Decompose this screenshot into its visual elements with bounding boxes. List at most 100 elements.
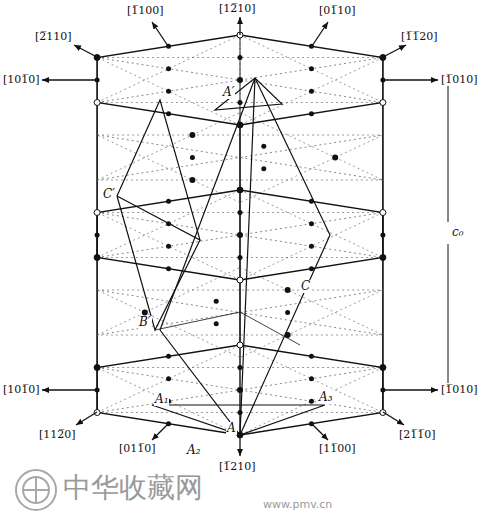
atom	[309, 399, 314, 404]
lattice-grid	[97, 290, 383, 335]
atom	[238, 365, 243, 370]
basal-triangle	[152, 405, 325, 435]
atom	[237, 232, 243, 238]
axis-arrow	[152, 22, 168, 46]
atom	[238, 55, 243, 60]
atom	[94, 100, 100, 106]
axis-arrow	[383, 412, 404, 425]
direction-label: [12̅10]	[218, 2, 257, 15]
atom	[166, 89, 171, 94]
atom	[261, 166, 266, 171]
lattice-grid	[97, 213, 383, 258]
atom	[237, 187, 243, 193]
atom	[309, 221, 314, 226]
atom	[285, 310, 290, 315]
axis-arrow	[383, 79, 438, 80]
lattice-grid	[97, 135, 383, 136]
axis-arrow	[74, 45, 97, 57]
lattice-grid	[97, 58, 240, 126]
lattice-grid	[97, 213, 240, 281]
axis-arrow	[76, 412, 97, 425]
point-label: A₃	[318, 391, 333, 404]
pyramidal-plane	[160, 78, 255, 435]
point-label: C	[300, 280, 311, 293]
atom	[237, 77, 243, 83]
watermark-logo	[16, 470, 56, 510]
lattice-grid	[240, 345, 383, 413]
basal-plane	[97, 35, 383, 125]
point-label: c₀	[451, 226, 465, 239]
lattice-grid	[97, 368, 383, 413]
atom	[332, 155, 338, 161]
watermark: 中华收藏网	[62, 472, 204, 504]
axis-arrow	[42, 389, 97, 390]
lattice-grid	[97, 135, 383, 180]
lattice-grid	[240, 190, 383, 258]
lattice-grid	[240, 368, 383, 436]
lattice-grid	[97, 135, 383, 180]
atom	[238, 100, 243, 105]
pyramidal-plane	[240, 78, 330, 435]
plane-trace	[155, 312, 300, 345]
atom	[94, 210, 100, 216]
atom	[142, 310, 148, 316]
atom	[94, 365, 100, 371]
atom	[95, 233, 100, 238]
lattice-grid	[240, 113, 383, 181]
atom	[238, 210, 243, 215]
atom	[214, 321, 219, 326]
direction-label: [1̅010]	[440, 383, 479, 396]
atom	[380, 255, 386, 261]
atom	[166, 111, 171, 116]
direction-label: [11̅00]	[318, 442, 357, 455]
atom	[237, 277, 243, 283]
atom	[285, 287, 291, 293]
axis-arrow	[383, 389, 438, 390]
watermark: www.pmv.cn	[262, 498, 333, 511]
point-label: C′	[102, 188, 116, 201]
lattice-grid	[97, 290, 240, 358]
point-label: A	[226, 422, 237, 435]
atom	[189, 132, 195, 138]
lattice-grid	[97, 268, 240, 336]
pyramidal-plane	[117, 196, 200, 330]
axis-arrow	[312, 424, 328, 440]
lattice-grid	[97, 113, 240, 181]
atom	[309, 266, 314, 271]
atom	[189, 177, 195, 183]
direction-label: [1̅1̅20]	[400, 30, 439, 43]
lattice-grid	[97, 58, 383, 103]
lattice-grid	[97, 368, 383, 413]
point-label: A₂	[186, 444, 201, 457]
lattice-grid	[240, 135, 383, 203]
axis-arrow	[239, 435, 240, 456]
atom	[380, 100, 386, 106]
direction-label: [011̅0]	[118, 442, 157, 455]
atom	[166, 244, 171, 249]
axis-arrow	[42, 79, 97, 80]
direction-label: [101̅0]	[2, 383, 41, 396]
lattice-grid	[240, 213, 383, 281]
atom	[94, 255, 100, 261]
direction-label: [1̅210]	[218, 460, 257, 473]
direction-label: [1̅100]	[126, 4, 165, 17]
atom	[166, 199, 171, 204]
atom	[166, 354, 171, 359]
atom	[166, 266, 171, 271]
atom	[166, 66, 171, 71]
atom	[238, 410, 243, 415]
lattice-grid	[97, 345, 240, 413]
pyramidal-plane	[117, 100, 200, 240]
axis-arrow	[312, 22, 328, 46]
direction-label: [01̅10]	[318, 4, 357, 17]
atom	[238, 255, 243, 260]
axis-arrow	[383, 45, 406, 57]
lattice-grid	[97, 335, 383, 336]
atom	[380, 233, 385, 238]
atom	[237, 342, 243, 348]
lattice-grid	[97, 35, 240, 103]
lattice-grid	[97, 290, 383, 291]
point-label: A₁	[154, 393, 169, 406]
